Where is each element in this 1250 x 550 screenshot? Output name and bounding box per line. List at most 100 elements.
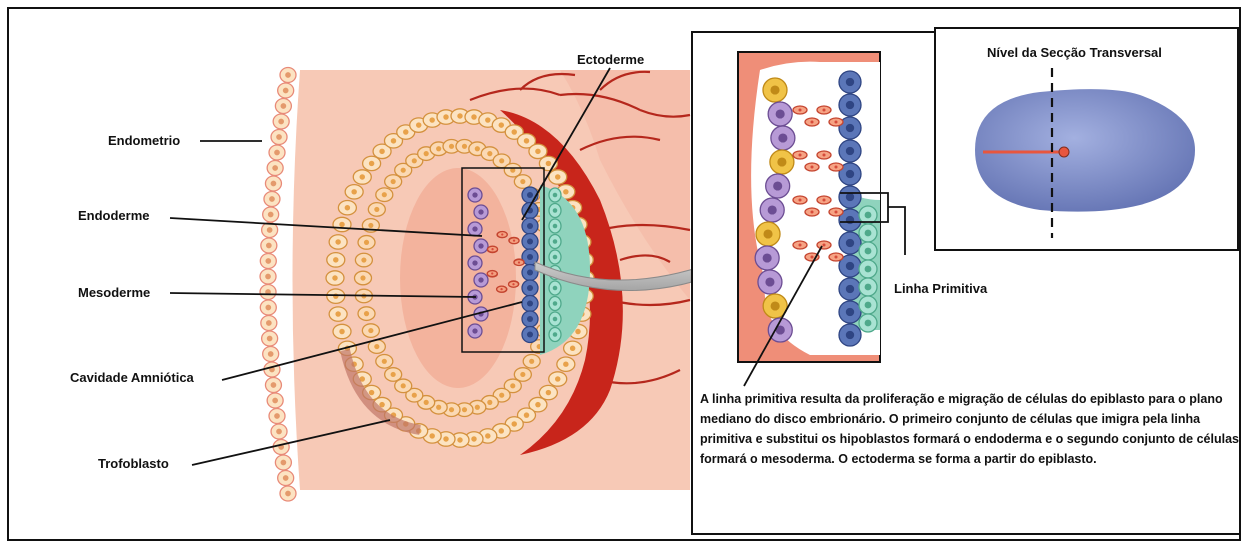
cell-nucleus: [553, 224, 558, 229]
label-ectoderme: Ectoderme: [577, 52, 644, 67]
cell-nucleus: [553, 317, 558, 322]
cell-nucleus: [267, 227, 273, 233]
primitive-node: [1059, 147, 1069, 157]
cell-nucleus: [575, 329, 580, 334]
cell-nucleus: [846, 308, 854, 316]
label-cavidade-amniotica: Cavidade Amniótica: [70, 370, 194, 385]
cell-nucleus: [810, 120, 813, 123]
cell-nucleus: [391, 138, 396, 143]
cell-nucleus: [265, 274, 271, 280]
cell-nucleus: [283, 475, 289, 481]
cell-nucleus: [776, 109, 785, 118]
cell-nucleus: [798, 108, 801, 111]
cell-nucleus: [475, 146, 480, 151]
cell-nucleus: [276, 134, 282, 140]
cell-nucleus: [472, 260, 477, 265]
cell-nucleus: [472, 192, 477, 197]
cell-nucleus: [274, 150, 280, 156]
cell-nucleus: [524, 138, 529, 143]
cell-nucleus: [798, 198, 801, 201]
cell-nucleus: [457, 113, 462, 118]
cell-nucleus: [527, 316, 533, 322]
cell-nucleus: [527, 254, 533, 260]
cell-nucleus: [487, 400, 492, 405]
cell-nucleus: [511, 129, 516, 134]
cell-nucleus: [553, 286, 558, 291]
cell-nucleus: [563, 361, 568, 366]
cell-nucleus: [865, 266, 872, 273]
cell-nucleus: [563, 189, 568, 194]
cell-nucleus: [285, 491, 291, 497]
cell-nucleus: [770, 85, 779, 94]
cell-nucleus: [765, 277, 774, 286]
cell-nucleus: [475, 405, 480, 410]
cell-nucleus: [364, 311, 369, 316]
cell-nucleus: [865, 320, 872, 327]
label-endoderme: Endoderme: [78, 208, 150, 223]
cell-nucleus: [269, 196, 275, 202]
cell-nucleus: [401, 383, 406, 388]
cell-nucleus: [266, 320, 272, 326]
cell-nucleus: [822, 153, 825, 156]
cell-nucleus: [364, 240, 369, 245]
cell-nucleus: [834, 255, 837, 258]
cell-nucleus: [798, 243, 801, 246]
cell-nucleus: [798, 153, 801, 156]
cell-nucleus: [834, 210, 837, 213]
cell-nucleus: [553, 332, 558, 337]
cell-nucleus: [368, 223, 373, 228]
cell-nucleus: [846, 331, 854, 339]
cell-nucleus: [491, 248, 493, 250]
cell-nucleus: [555, 376, 560, 381]
cell-nucleus: [527, 269, 533, 275]
cell-nucleus: [449, 407, 454, 412]
cell-nucleus: [333, 257, 338, 262]
cell-nucleus: [391, 372, 396, 377]
cell-nucleus: [527, 331, 533, 337]
cell-nucleus: [773, 181, 782, 190]
cell-nucleus: [424, 151, 429, 156]
label-endometrio: Endometrio: [108, 133, 180, 148]
cell-nucleus: [268, 212, 274, 218]
cell-nucleus: [822, 198, 825, 201]
cell-nucleus: [485, 433, 490, 438]
cell-nucleus: [335, 311, 340, 316]
cell-nucleus: [518, 261, 520, 263]
cell-nucleus: [529, 359, 534, 364]
cell-nucleus: [339, 222, 344, 227]
cell-nucleus: [472, 226, 477, 231]
cell-nucleus: [501, 233, 503, 235]
cell-nucleus: [763, 229, 772, 238]
cell-nucleus: [771, 301, 780, 310]
cell-nucleus: [281, 460, 287, 466]
uterine-wall-cells: [260, 68, 296, 502]
cell-nucleus: [345, 205, 350, 210]
cell-nucleus: [865, 284, 872, 291]
cell-nucleus: [485, 117, 490, 122]
cell-nucleus: [527, 300, 533, 306]
cell-nucleus: [553, 301, 558, 306]
cell-nucleus: [834, 165, 837, 168]
cell-nucleus: [429, 117, 434, 122]
cell-nucleus: [763, 253, 772, 262]
cell-nucleus: [424, 400, 429, 405]
cell-nucleus: [351, 189, 356, 194]
cell-nucleus: [527, 223, 533, 229]
cell-nucleus: [499, 122, 504, 127]
cell-nucleus: [449, 144, 454, 149]
cell-nucleus: [524, 412, 529, 417]
cell-nucleus: [272, 398, 278, 404]
cell-nucleus: [570, 346, 575, 351]
cell-nucleus: [391, 179, 396, 184]
cell-nucleus: [382, 192, 387, 197]
cell-nucleus: [443, 436, 448, 441]
cell-nucleus: [271, 382, 277, 388]
cell-nucleus: [527, 238, 533, 244]
cell-nucleus: [281, 103, 287, 109]
cell-nucleus: [471, 114, 476, 119]
cell-nucleus: [339, 329, 344, 334]
cell-nucleus: [513, 240, 515, 242]
cell-nucleus: [822, 243, 825, 246]
cell-nucleus: [374, 344, 379, 349]
cell-nucleus: [401, 168, 406, 173]
